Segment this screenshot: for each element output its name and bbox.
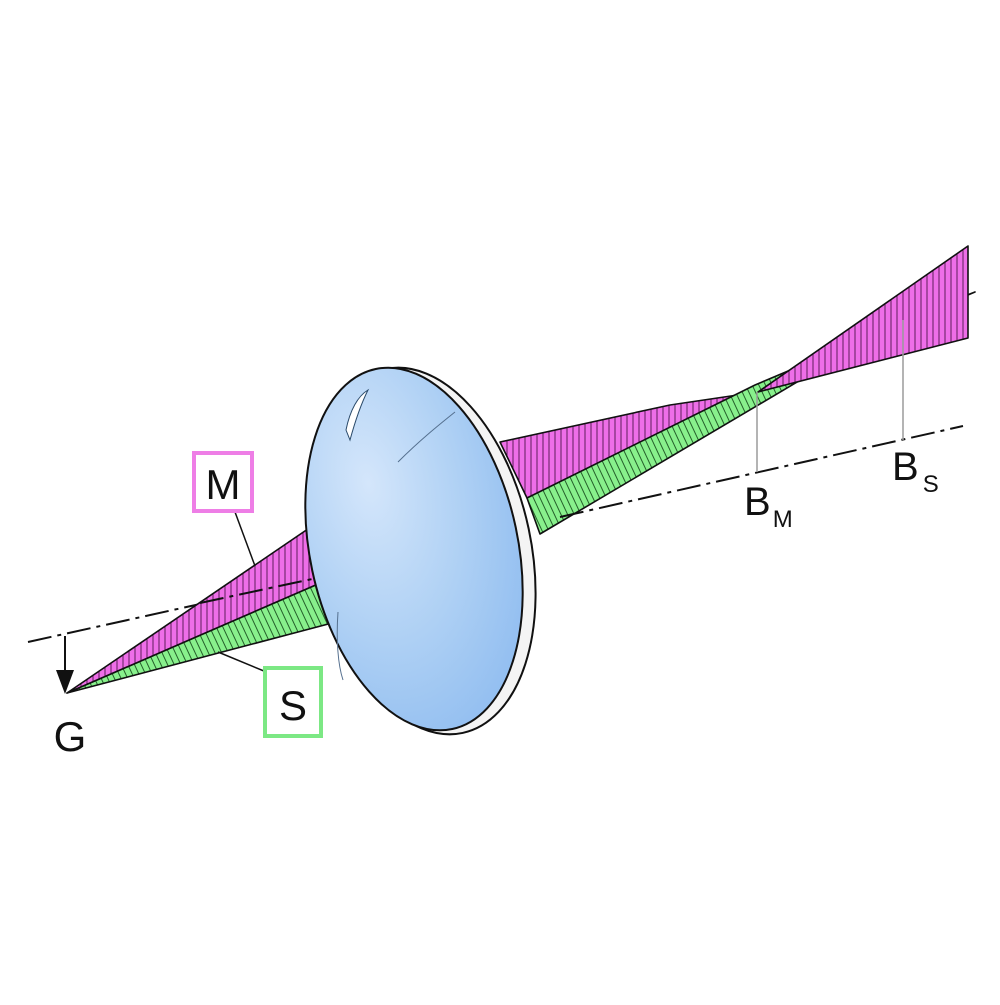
meridional-label-box bbox=[192, 451, 254, 513]
meridional-image-label: BM bbox=[744, 480, 793, 533]
lens-highlight bbox=[345, 388, 370, 442]
meridional-image-main: B bbox=[744, 480, 771, 524]
arrow-down-icon bbox=[56, 670, 74, 694]
sagittal-label-box bbox=[263, 666, 323, 738]
sagittal-image-main: B bbox=[892, 445, 919, 489]
lens-icon bbox=[304, 366, 524, 732]
object-label: G bbox=[54, 713, 87, 760]
sagittal-label: S bbox=[279, 682, 307, 729]
meridional-label: M bbox=[206, 461, 241, 508]
optical-axis-back bbox=[559, 425, 964, 518]
sagittal-image-sub: S bbox=[923, 471, 939, 498]
lens-inner-curve-2 bbox=[336, 611, 344, 681]
meridional-label-leader bbox=[234, 511, 256, 567]
meridional-fan-far bbox=[757, 245, 969, 393]
meridional-image-sub: M bbox=[773, 506, 793, 533]
lens-inner-curve bbox=[397, 411, 456, 463]
